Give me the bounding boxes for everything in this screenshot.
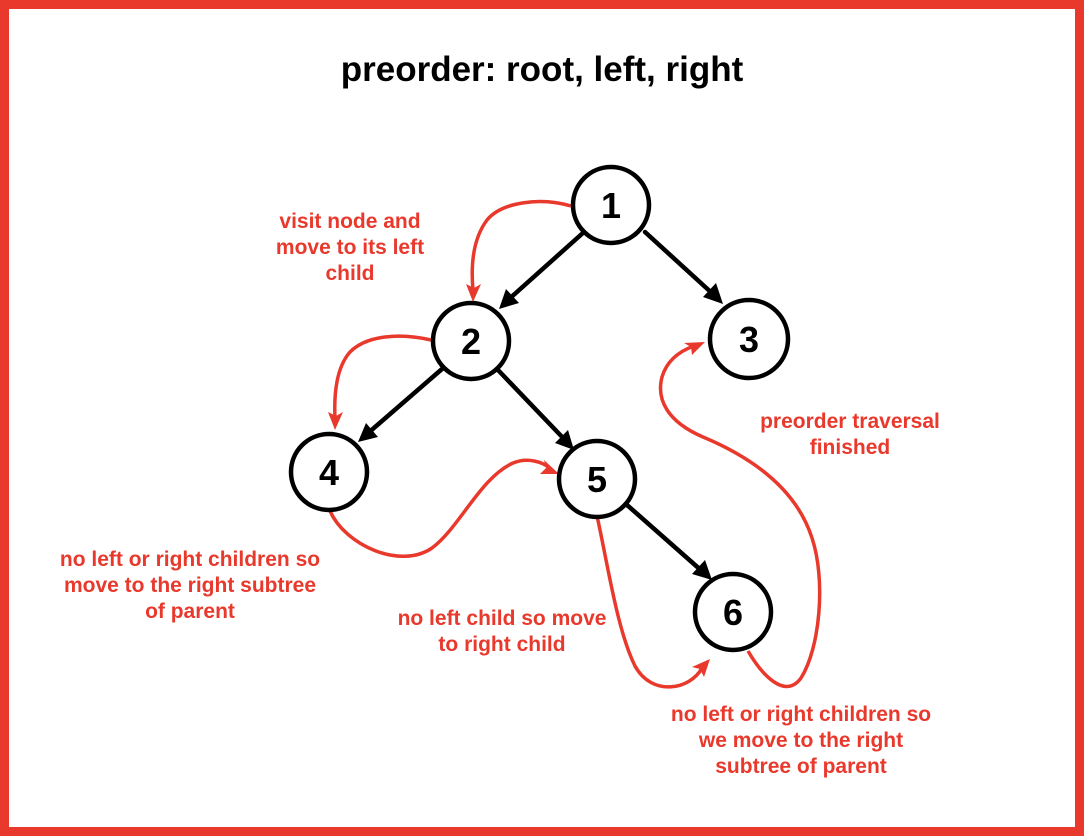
annotation-finished: preorder traversal finished: [730, 409, 970, 461]
path-6-to-3: [658, 344, 822, 689]
annotation-no-children-4: no left or right children so move to the…: [30, 547, 350, 625]
path-2-to-4-arrowhead: [328, 412, 343, 430]
node-label: 4: [319, 452, 339, 493]
annotation-line: no left or right children so: [670, 703, 932, 726]
path-2-to-4: [333, 334, 432, 419]
path-5-to-6-arrowhead: [692, 659, 710, 677]
node-circle: [288, 431, 370, 513]
edge-1-3: [642, 229, 717, 298]
node-circle: [556, 438, 638, 520]
node-circle: [707, 297, 791, 381]
edge-2-4: [364, 366, 445, 437]
path-6-to-3-arrowhead: [684, 342, 705, 355]
annotation-line: move to the right subtree: [63, 574, 317, 597]
node-label: 1: [601, 185, 621, 226]
traversal-paths: [328, 199, 822, 689]
tree-node-2: 2: [430, 300, 512, 382]
annotation-line: preorder traversal: [760, 410, 940, 433]
annotation-line: no left child so move: [397, 607, 607, 630]
node-circle: [692, 571, 774, 653]
path-5-to-6: [595, 515, 704, 689]
node-label: 5: [587, 459, 607, 500]
annotation-no-left-5: no left child so move to right child: [372, 606, 632, 658]
node-label: 3: [739, 319, 759, 360]
edge-5-6: [624, 502, 706, 575]
edge-1-2-arrowhead: [499, 289, 519, 309]
tree-edges: [358, 229, 723, 580]
annotation-line: visit node and: [279, 210, 421, 233]
diagram-title: preorder: root, left, right: [340, 50, 744, 89]
edge-2-5: [495, 367, 569, 444]
tree-node-6: 6: [692, 571, 774, 653]
path-4-to-5: [328, 458, 552, 559]
path-4-to-5-arrowhead: [540, 460, 559, 474]
node-label: 2: [461, 321, 481, 362]
annotation-line: we move to the right: [698, 729, 904, 752]
path-1-to-2-arrowhead: [466, 284, 481, 302]
annotation-line: finished: [809, 436, 891, 459]
annotation-line: subtree of parent: [715, 755, 887, 778]
annotation-line: child: [325, 262, 375, 285]
edge-1-3-arrowhead: [703, 283, 723, 304]
annotation-line: of parent: [145, 600, 235, 623]
edge-2-4-arrowhead: [358, 423, 378, 442]
edge-2-5-arrowhead: [555, 430, 574, 450]
tree-node-1: 1: [570, 164, 652, 246]
annotation-no-children-6: no left or right children so we move to …: [636, 702, 966, 780]
tree-node-5: 5: [556, 438, 638, 520]
edge-1-2: [505, 229, 587, 303]
annotation-line: move to its left: [275, 236, 425, 259]
tree-node-4: 4: [288, 431, 370, 513]
path-1-to-2: [470, 199, 572, 291]
edge-5-6-arrowhead: [692, 560, 712, 580]
node-label: 6: [723, 592, 743, 633]
annotation-line: to right child: [438, 633, 566, 656]
annotation-line: no left or right children so: [59, 548, 321, 571]
node-circle: [430, 300, 512, 382]
annotation-visit-node: visit node and move to its left child: [250, 209, 450, 287]
tree-node-3: 3: [707, 297, 791, 381]
tree-nodes: 1 2 3 4 5 6: [288, 164, 791, 653]
node-circle: [570, 164, 652, 246]
